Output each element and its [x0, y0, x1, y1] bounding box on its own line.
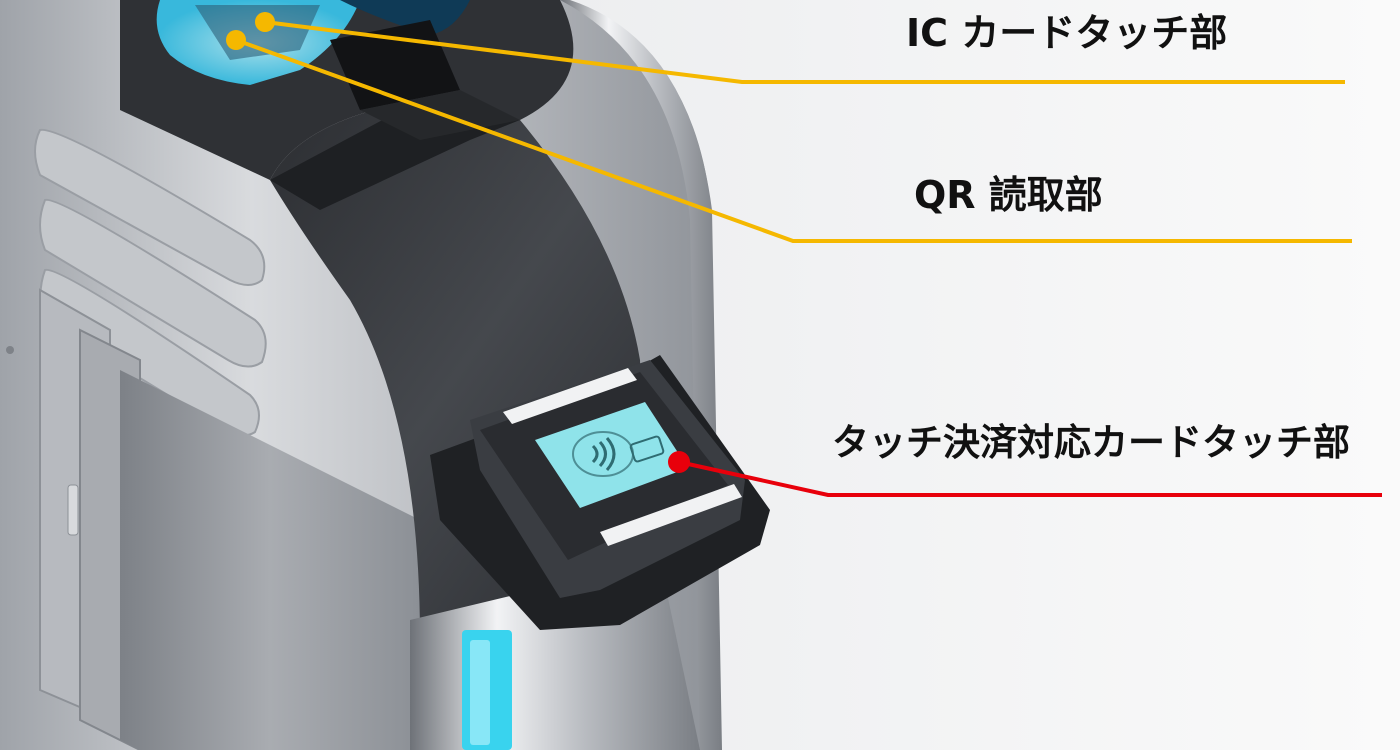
touch-screen — [535, 402, 688, 508]
label-qr-reader: QR 読取部 — [914, 173, 1103, 217]
callout-contactless — [668, 451, 1382, 497]
label-contactless-touch: タッチ決済対応カードタッチ部 — [832, 421, 1350, 464]
ic-card-reader — [156, 0, 470, 85]
callout-ic — [255, 12, 1345, 84]
contactless-pad — [430, 355, 770, 630]
card-icon — [629, 435, 665, 463]
callout-qr — [226, 30, 1352, 243]
label-ic-card-touch: IC カードタッチ部 — [906, 11, 1228, 55]
